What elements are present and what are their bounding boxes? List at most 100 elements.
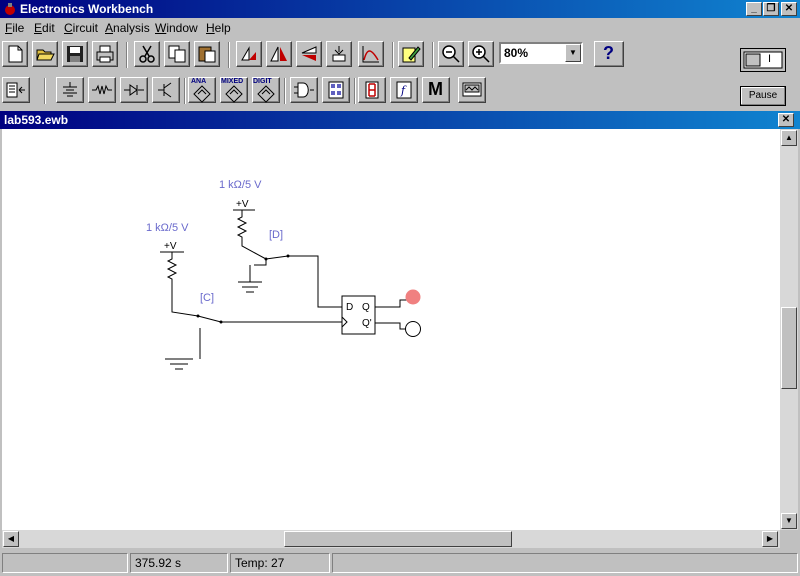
circuit-schematic[interactable]: 1 kΩ/5 V +V 1 kΩ/5 V +V [D] [C] D Q Q' <box>2 129 780 530</box>
function-block-icon: f <box>396 81 412 99</box>
printer-icon <box>96 45 114 63</box>
new-file-icon <box>8 45 23 63</box>
logic-gates-bin-button[interactable] <box>290 77 318 103</box>
scroll-up-button[interactable]: ▲ <box>781 130 797 146</box>
help-label: ? <box>603 43 614 63</box>
flip-vertical-button[interactable] <box>296 41 322 67</box>
horizontal-scroll-thumb[interactable] <box>284 531 512 547</box>
save-button[interactable] <box>62 41 88 67</box>
horizontal-scrollbar[interactable]: ◀ ▶ <box>2 530 780 548</box>
basic-bin-button[interactable] <box>88 77 116 103</box>
q-output-wire <box>375 299 408 308</box>
top-resistor-node <box>264 257 268 261</box>
component-properties-button[interactable] <box>398 41 424 67</box>
scroll-corner <box>780 530 798 548</box>
toolbar-separator <box>284 78 286 104</box>
diode-icon <box>124 84 144 96</box>
app-icon[interactable] <box>3 2 17 16</box>
digital-label: DIGIT <box>253 78 272 85</box>
graph-icon <box>362 46 379 63</box>
zoom-level-select[interactable]: 80% ▼ <box>499 42 583 64</box>
vertical-scroll-thumb[interactable] <box>781 307 797 389</box>
instrument-icon <box>462 82 482 97</box>
toolbar-separator <box>392 42 394 68</box>
print-button[interactable] <box>92 41 118 67</box>
menu-edit[interactable]: Edit <box>34 21 55 35</box>
paste-button[interactable] <box>194 41 220 67</box>
mixed-ic-icon <box>225 85 243 103</box>
diodes-bin-button[interactable] <box>120 77 148 103</box>
menu-window[interactable]: Window <box>155 21 198 35</box>
open-file-button[interactable] <box>32 41 58 67</box>
left-supply-label: 1 kΩ/5 V <box>146 222 189 234</box>
seven-segment-icon <box>365 81 379 99</box>
zoom-out-button[interactable] <box>438 41 464 67</box>
probe-qbar-indicator[interactable] <box>405 321 421 337</box>
top-resistor[interactable] <box>236 210 267 260</box>
toolbar-separator <box>228 42 230 68</box>
zoom-in-button[interactable] <box>468 41 494 67</box>
switch-c-key: [C] <box>200 292 214 304</box>
menu-file[interactable]: File <box>5 21 25 35</box>
scissors-icon <box>139 45 155 63</box>
digital-ics-bin-button[interactable]: DIGIT <box>252 77 280 103</box>
graph-button[interactable] <box>358 41 384 67</box>
paste-clipboard-icon <box>198 46 216 63</box>
left-resistor[interactable] <box>166 252 199 317</box>
menu-analysis[interactable]: Analysis <box>105 21 150 35</box>
switch-c[interactable] <box>197 315 222 359</box>
sources-bin-button[interactable] <box>56 77 84 103</box>
controls-bin-button[interactable]: f <box>390 77 418 103</box>
clock-triangle <box>341 316 348 328</box>
flip-horizontal-button[interactable] <box>266 41 292 67</box>
new-file-button[interactable] <box>2 41 28 67</box>
open-folder-icon <box>36 49 55 61</box>
status-message <box>2 553 128 573</box>
toolbar-separator <box>354 78 356 104</box>
document-title-bar: lab593.ewb ✕ <box>0 111 800 129</box>
favorites-bin-button[interactable] <box>2 77 30 103</box>
probe-q-indicator[interactable] <box>405 289 421 305</box>
flip-vertical-icon <box>301 46 317 61</box>
chevron-down-icon[interactable]: ▼ <box>565 44 581 62</box>
menu-circuit[interactable]: Circuit <box>64 21 99 35</box>
cut-button[interactable] <box>134 41 160 67</box>
toolbar-separator <box>44 78 46 104</box>
left-resistor-node <box>196 314 200 318</box>
power-switch[interactable]: I <box>740 48 786 72</box>
zoom-in-icon <box>472 45 490 63</box>
digital-bin-button[interactable] <box>322 77 350 103</box>
menu-help[interactable]: Help <box>206 21 231 35</box>
rotate-button[interactable] <box>236 41 262 67</box>
document-close-button[interactable]: ✕ <box>778 113 794 127</box>
scroll-left-button[interactable]: ◀ <box>3 531 19 547</box>
mixed-label: MIXED <box>221 78 244 85</box>
miscellaneous-bin-button[interactable]: M <box>422 77 450 103</box>
close-button[interactable]: ✕ <box>781 2 797 16</box>
app-title-bar: Electronics Workbench _ ❐ ✕ <box>0 0 800 18</box>
status-temperature: Temp: 27 <box>230 553 330 573</box>
power-switch-label: I <box>768 53 772 65</box>
vertical-scrollbar[interactable]: ▲ ▼ <box>780 129 798 530</box>
analog-ics-bin-button[interactable]: ANA <box>188 77 216 103</box>
scroll-down-button[interactable]: ▼ <box>781 513 797 529</box>
instruments-bin-button[interactable] <box>458 77 486 103</box>
copy-button[interactable] <box>164 41 190 67</box>
minimize-button[interactable]: _ <box>746 2 762 16</box>
pause-button[interactable]: Pause <box>740 86 786 106</box>
restore-button[interactable]: ❐ <box>763 2 779 16</box>
zoom-out-icon <box>442 45 460 63</box>
help-button[interactable]: ? <box>594 41 624 67</box>
d-flip-flop[interactable] <box>341 295 376 335</box>
transistors-bin-button[interactable] <box>152 77 180 103</box>
circuit-canvas[interactable]: 1 kΩ/5 V +V 1 kΩ/5 V +V [D] [C] D Q Q' <box>2 129 780 530</box>
top-ground <box>238 281 262 293</box>
indicators-bin-button[interactable] <box>358 77 386 103</box>
mixed-ics-bin-button[interactable]: MIXED <box>220 77 248 103</box>
scroll-right-button[interactable]: ▶ <box>762 531 778 547</box>
create-subcircuit-button[interactable] <box>326 41 352 67</box>
digital-ic-icon <box>257 85 275 103</box>
switch-d[interactable] <box>249 255 289 282</box>
floppy-disk-icon <box>67 46 83 62</box>
misc-label: M <box>428 79 443 99</box>
